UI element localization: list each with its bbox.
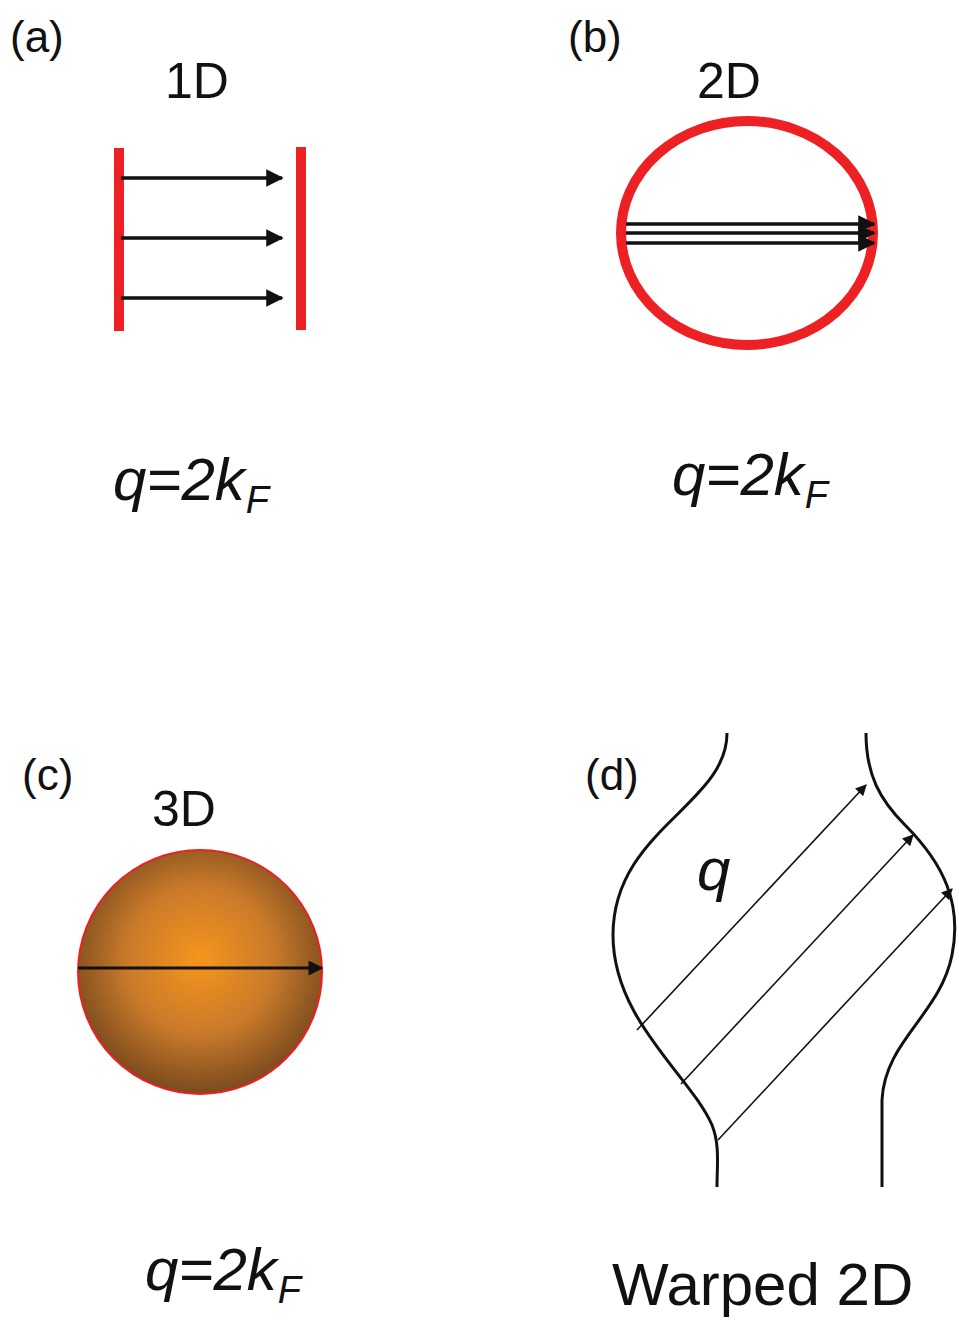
dimension-label: 2D	[697, 56, 761, 106]
nesting-vector-label: q=2k	[145, 1240, 277, 1300]
fermi-surface-1d	[119, 147, 301, 331]
warped-fermi-surface	[613, 733, 955, 1187]
nesting-vector-label: q=2k	[113, 450, 245, 510]
fermi-surface-3d	[78, 850, 322, 1094]
panel-caption: Warped 2D	[612, 1255, 913, 1315]
subscript: F	[278, 1271, 301, 1309]
dimension-label: 3D	[152, 784, 216, 834]
subscript: F	[246, 481, 269, 519]
panel-letter: (b)	[568, 15, 622, 59]
panel-letter: (d)	[585, 753, 639, 797]
panel-letter: (a)	[10, 15, 64, 59]
nesting-vector-label: q=2k	[672, 445, 804, 505]
panel-letter: (c)	[22, 753, 73, 797]
subscript: F	[805, 476, 828, 514]
nesting-vector-label: q	[697, 840, 730, 900]
dimension-label: 1D	[165, 56, 229, 106]
fermi-surface-2d	[621, 121, 874, 345]
